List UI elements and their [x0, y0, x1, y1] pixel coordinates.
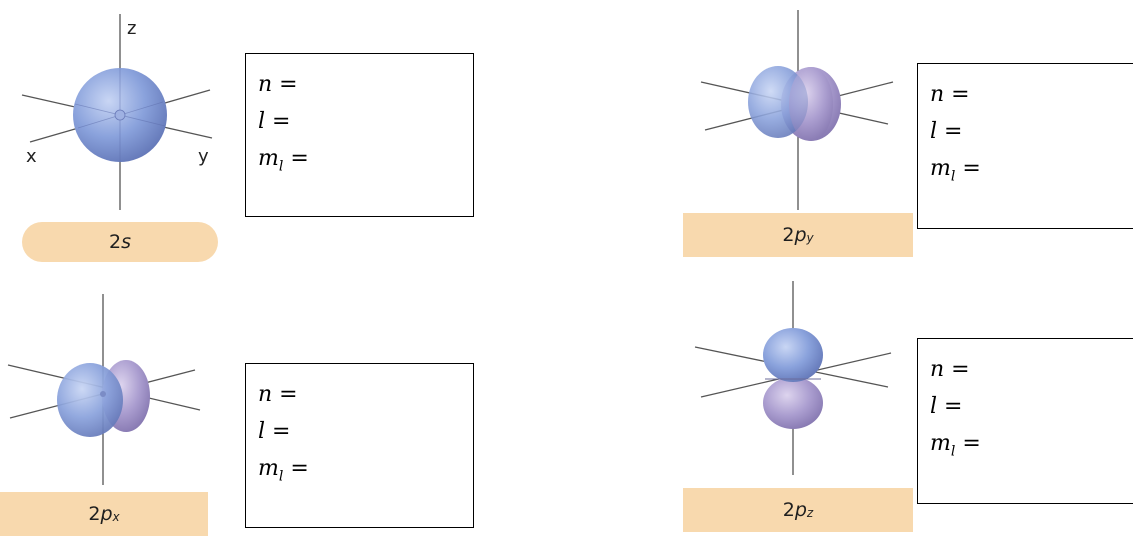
n-label: n = — [258, 72, 298, 97]
l-label: l = — [258, 109, 291, 134]
axis-label-y: y — [198, 146, 209, 167]
orbital-2pz-diagram — [694, 281, 892, 475]
ml-label: ml = — [930, 156, 981, 185]
p-orbital-top-lobe — [763, 328, 823, 382]
l-label: l = — [258, 419, 291, 444]
quantum-box-2pz: n = l = ml = — [917, 338, 1133, 504]
axis-label-z: z — [127, 18, 137, 39]
l-label: l = — [930, 119, 963, 144]
p-orbital-front-lobe — [57, 363, 123, 437]
n-label: n = — [930, 357, 970, 382]
orbital-2py-diagram — [700, 10, 894, 210]
orbital-2s-diagram — [21, 14, 213, 210]
orbital-2px-diagram — [7, 294, 201, 485]
n-label: n = — [258, 382, 298, 407]
quantum-box-2px: n = l = ml = — [245, 363, 474, 528]
p-orbital-bottom-lobe — [763, 377, 823, 429]
n-label: n = — [930, 82, 970, 107]
axis-label-x: x — [26, 146, 37, 167]
ml-label: ml = — [258, 146, 309, 175]
ml-label: ml = — [930, 431, 981, 460]
quantum-box-2s: n = l = ml = — [245, 53, 474, 217]
quantum-box-2py: n = l = ml = — [917, 63, 1133, 229]
ml-label: ml = — [258, 456, 309, 485]
l-label: l = — [930, 394, 963, 419]
